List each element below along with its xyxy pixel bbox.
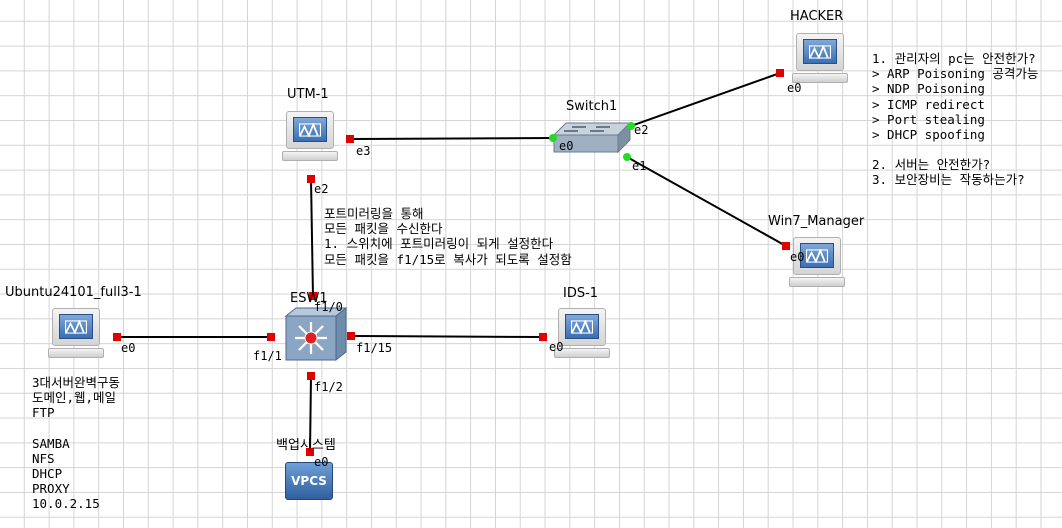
port-label-esw-f1-15: f1/15 — [356, 341, 393, 355]
port-marker-esw-f1-1 — [267, 333, 275, 341]
note-line: 모든 패킷을 f1/15로 복사가 되도록 설정함 — [324, 251, 572, 267]
note-line: > ARP Poisoning 공격가능 — [872, 66, 1039, 82]
port-label-esw-f1-1: f1/1 — [253, 349, 282, 363]
workstation-icon — [793, 237, 841, 275]
note-line: 3. 보안장비는 작동하는가? — [872, 172, 1025, 188]
port-marker-ubuntu-e0 — [113, 333, 121, 341]
link-hacker-switch[interactable] — [630, 72, 781, 127]
workstation-icon — [558, 308, 606, 346]
ids-name: IDS-1 — [563, 286, 599, 301]
note-line: 모든 패킷을 수신한다 — [324, 221, 443, 237]
port-marker-utm-e3 — [346, 135, 354, 143]
note-line: SAMBA — [32, 435, 70, 451]
port-marker-switch-e0 — [549, 134, 557, 142]
note-line: > ICMP redirect — [872, 96, 985, 112]
port-marker-backup-e0 — [306, 448, 314, 456]
note-line: 10.0.2.15 — [32, 496, 100, 512]
port-marker-esw-f1-15 — [347, 332, 355, 340]
note-line: PROXY — [32, 481, 70, 497]
mirror-notes: 포트미러링을 통해 모든 패킷을 수신한다 1. 스위치에 포트미러링이 되게 … — [324, 206, 572, 267]
port-marker-hacker-e0 — [776, 69, 784, 77]
port-label-switch-e2: e2 — [634, 123, 649, 137]
note-line: > Port stealing — [872, 111, 985, 127]
ubuntu-name: Ubuntu24101_full3-1 — [5, 285, 142, 300]
link-utm-switch[interactable] — [348, 137, 554, 140]
note-line: FTP — [32, 405, 55, 421]
note-line: 1. 스위치에 포트미러링이 되게 설정한다 — [324, 236, 554, 252]
note-line: DHCP — [32, 466, 63, 482]
hacker-notes: 1. 관리자의 pc는 안전한가? > ARP Poisoning 공격가능 >… — [872, 51, 1038, 188]
port-label-win7-e0: e0 — [790, 250, 805, 264]
port-label-utm-e2: e2 — [314, 182, 329, 196]
port-label-ubuntu-e0: e0 — [121, 341, 136, 355]
port-label-esw-f1-0: f1/0 — [314, 300, 343, 314]
backup-name: 백업시스템 — [276, 438, 336, 453]
note-line: 포트미러링을 통해 — [324, 206, 424, 221]
port-marker-switch-e2 — [627, 122, 635, 130]
port-label-utm-e3: e3 — [356, 144, 371, 158]
link-utm-esw[interactable] — [310, 178, 314, 298]
workstation-icon — [286, 111, 334, 149]
switch-icon[interactable] — [552, 121, 632, 154]
router-icon[interactable] — [284, 306, 348, 362]
workstation-icon — [796, 33, 844, 71]
port-label-hacker-e0: e0 — [787, 81, 802, 95]
workstation-icon — [52, 308, 100, 346]
port-marker-switch-e1 — [623, 153, 631, 161]
port-label-esw-f1-2: f1/2 — [314, 380, 343, 394]
port-label-switch-e0: e0 — [559, 139, 574, 153]
port-marker-esw-f1-2 — [307, 372, 315, 380]
vpcs-icon: VPCS — [285, 462, 333, 500]
monitor-pulse-glyph — [809, 45, 831, 59]
utm-name: UTM-1 — [287, 87, 329, 102]
monitor-pulse-glyph — [299, 123, 321, 137]
port-label-switch-e1: e1 — [632, 159, 647, 173]
port-marker-win7-e0 — [782, 242, 790, 250]
monitor-pulse-glyph — [65, 320, 87, 334]
link-switch-win7[interactable] — [626, 156, 787, 247]
note-line: > DHCP spoofing — [872, 127, 985, 143]
port-marker-ids-e0 — [539, 333, 547, 341]
win7-name: Win7_Manager — [768, 214, 865, 229]
note-line: 2. 서버는 안전한가? — [872, 157, 991, 173]
port-label-backup-e0: e0 — [314, 455, 329, 469]
monitor-pulse-glyph — [806, 249, 828, 263]
note-line: NFS — [32, 450, 55, 466]
monitor-pulse-glyph — [571, 320, 593, 334]
port-marker-utm-e2 — [307, 175, 315, 183]
port-label-ids-e0: e0 — [549, 340, 564, 354]
note-line: > NDP Poisoning — [872, 81, 985, 97]
link-esw-backup[interactable] — [309, 375, 312, 453]
note-line — [872, 142, 1038, 157]
switch-name: Switch1 — [566, 99, 618, 114]
note-line — [32, 421, 120, 436]
esw-name: ESW1 — [290, 291, 328, 306]
port-marker-esw-f1-0 — [309, 292, 317, 300]
server-notes: 3대서버완벽구동 도메인,웹,메일 FTP SAMBA NFS DHCP PRO… — [32, 375, 120, 512]
note-line: 3대서버완벽구동 — [32, 375, 121, 390]
link-esw-ids[interactable] — [350, 335, 544, 338]
hacker-name: HACKER — [790, 9, 844, 24]
note-line: 도메인,웹,메일 — [32, 390, 117, 406]
note-line: 1. 관리자의 pc는 안전한가? — [872, 51, 1036, 66]
